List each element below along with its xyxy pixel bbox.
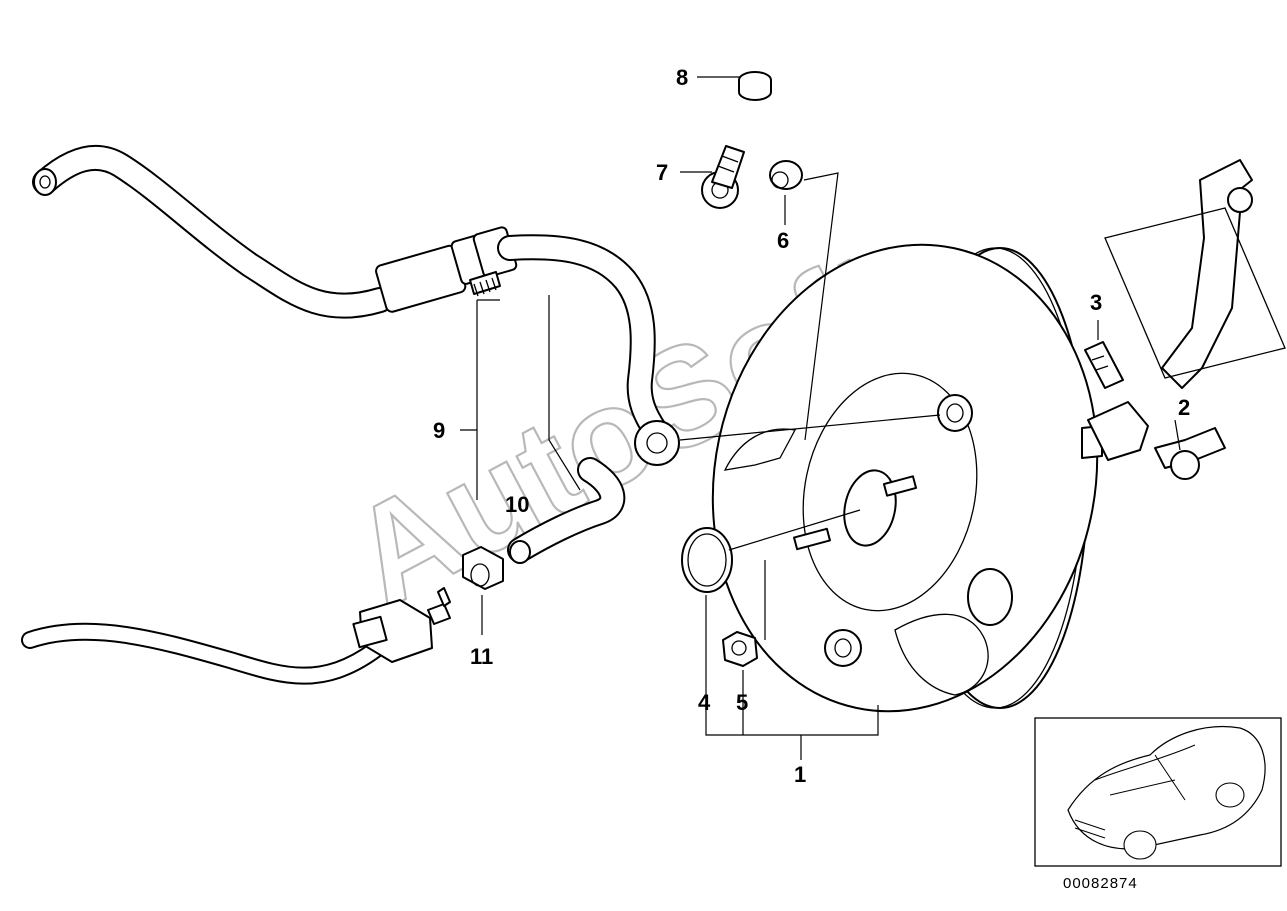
vacuum-hose-upper bbox=[32, 144, 393, 319]
callout-11: 11 bbox=[470, 644, 493, 669]
bracket-bolt-2 bbox=[1087, 401, 1226, 480]
grommet-11 bbox=[462, 546, 504, 590]
brake-pedal-assembly bbox=[1104, 159, 1286, 389]
grommet-6 bbox=[769, 160, 803, 190]
small-hose-10 bbox=[507, 457, 626, 564]
vacuum-hose-to-booster bbox=[497, 234, 680, 466]
callout-9: 9 bbox=[433, 418, 445, 443]
nut-5 bbox=[722, 631, 758, 667]
callout-10: 10 bbox=[505, 492, 529, 517]
clip-3 bbox=[1084, 341, 1124, 389]
callout-2: 2 bbox=[1178, 395, 1190, 420]
elbow-fitting-7 bbox=[701, 145, 745, 209]
leader-lines bbox=[460, 76, 1181, 760]
callout-7: 7 bbox=[656, 160, 668, 185]
o-ring-4 bbox=[681, 527, 733, 593]
document-number: 00082874 bbox=[1063, 875, 1138, 892]
callout-8: 8 bbox=[676, 65, 688, 90]
vehicle-thumbnail bbox=[1034, 717, 1282, 867]
callout-6: 6 bbox=[777, 228, 789, 253]
clamp-8 bbox=[738, 71, 772, 101]
callout-5: 5 bbox=[736, 690, 748, 715]
callout-3: 3 bbox=[1090, 290, 1102, 315]
callout-4: 4 bbox=[698, 690, 711, 715]
brake-booster bbox=[711, 243, 1103, 713]
vacuum-sensor bbox=[21, 587, 451, 685]
callout-1: 1 bbox=[794, 762, 806, 787]
